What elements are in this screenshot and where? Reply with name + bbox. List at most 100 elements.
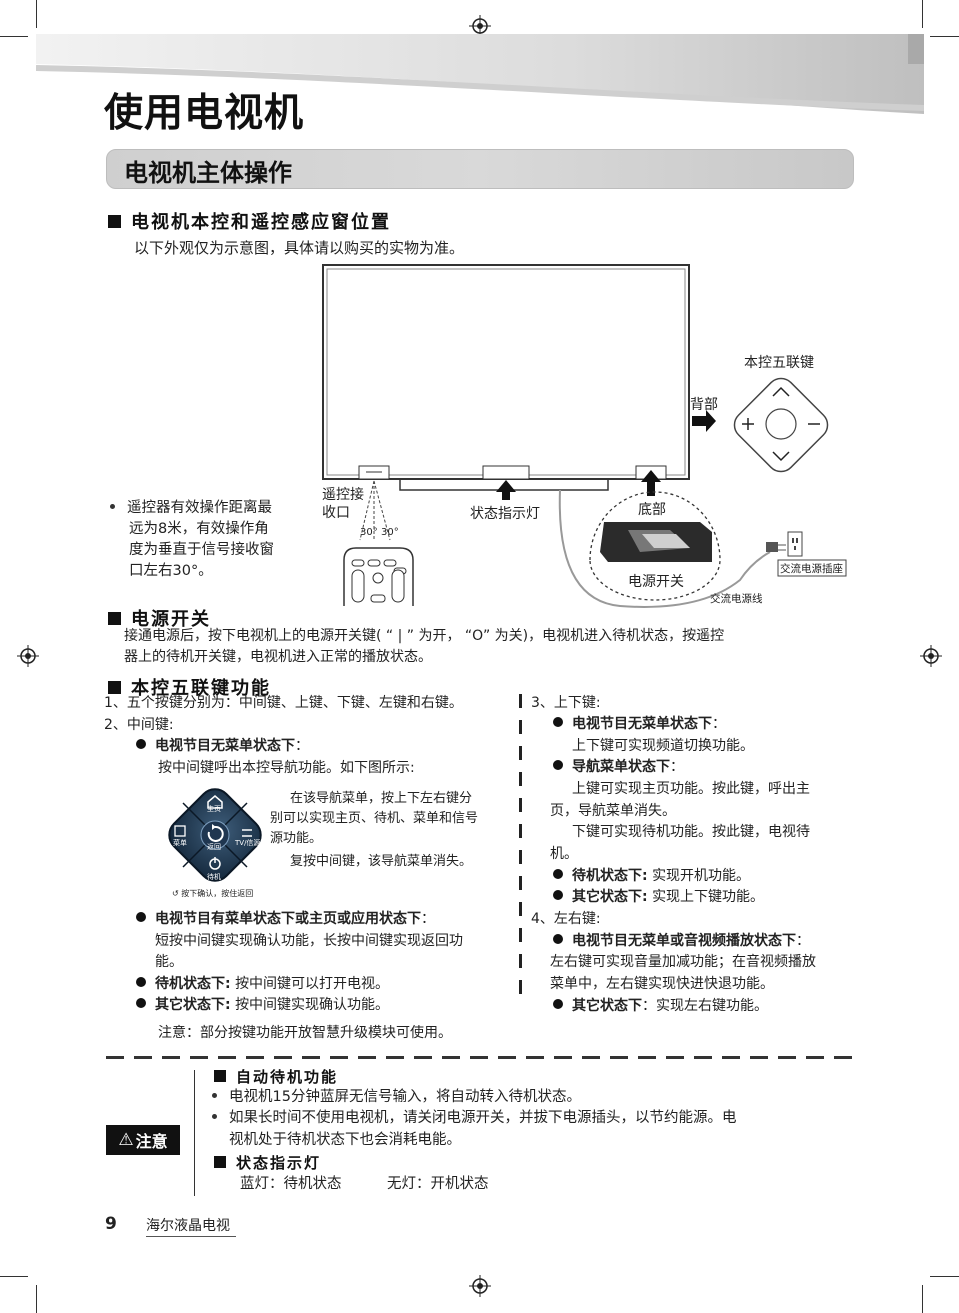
nav-label-source: TV/信源 <box>235 839 261 847</box>
bullet-b1: 电视节目无菜单状态下： <box>136 736 309 756</box>
bullet-r5: 电视节目无菜单或音视频播放状态下： <box>553 931 810 951</box>
divider <box>519 746 522 760</box>
page-title: 使用电视机 <box>104 91 305 136</box>
bullet-icon <box>553 934 563 944</box>
five-key-label: 本控五联键 <box>744 355 814 371</box>
separator <box>526 1056 544 1059</box>
item-4: 4、左右键: <box>531 911 601 927</box>
nav-label-back: 返回 <box>207 843 221 851</box>
power-text: 接通电源后，按下电视机上的电源开关键( “ | ” 为开， “O” 为关)，电视… <box>124 628 725 644</box>
crop-mark <box>36 0 37 28</box>
divider <box>519 798 522 812</box>
separator <box>442 1056 460 1059</box>
subsection-heading-position: 电视机本控和遥控感应窗位置 <box>108 208 391 234</box>
bullet-r2-text: 页，导航菜单消失。 <box>550 803 676 819</box>
separator <box>302 1056 320 1059</box>
item-3: 3、上下键: <box>531 695 601 711</box>
item-2: 2、中间键: <box>104 717 174 733</box>
divider <box>519 850 522 864</box>
item-1: 1、五个按键分别为：中间键、上键、下键、左键和右键。 <box>104 695 463 711</box>
separator <box>330 1056 348 1059</box>
separator <box>778 1056 796 1059</box>
square-bullet-icon <box>108 681 121 694</box>
bullet-r2: 导航菜单状态下： <box>553 757 684 777</box>
receiver-label: 收口 <box>322 505 350 521</box>
five-key-note: 注意：部分按键功能开放智慧升级模块可使用。 <box>158 1025 452 1041</box>
bullet-icon <box>212 1093 217 1098</box>
divider <box>519 876 522 890</box>
separator <box>358 1056 376 1059</box>
crop-mark <box>0 1276 28 1277</box>
divider <box>519 720 522 734</box>
bullet-b2-text: 短按中间键实现确认功能，长按中间键实现返回功 <box>155 933 463 949</box>
bullet-r2-text: 机。 <box>550 846 578 862</box>
bullet-b3: 待机状态下: 按中间键可以打开电视。 <box>136 974 389 994</box>
angle-right-label: 30° <box>381 527 399 538</box>
bullet-icon <box>136 912 146 922</box>
bullet-r1-text: 上下键可实现频道切换功能。 <box>572 738 754 754</box>
warning-icon: ⚠ <box>118 1130 134 1150</box>
notice-badge: ⚠注意 <box>106 1125 180 1155</box>
square-bullet-icon <box>108 215 121 228</box>
bullet-icon <box>136 998 146 1008</box>
bullet-b1-text: 按中间键呼出本控导航功能。如下图所示: <box>158 760 415 776</box>
square-bullet-icon <box>214 1070 226 1082</box>
bullet-icon <box>110 504 115 509</box>
registration-mark-icon <box>17 645 39 667</box>
bullet-b2-text: 能。 <box>155 954 183 970</box>
subsection-heading-power: 电源开关 <box>108 605 211 631</box>
bottom-label: 底部 <box>638 502 666 518</box>
footer-brand: 海尔液晶电视 <box>146 1218 230 1234</box>
notice-text: 电视机15分钟蓝屏无信号输入，将自动转入待机状态。 <box>212 1087 581 1107</box>
bullet-icon <box>553 869 563 879</box>
square-bullet-icon <box>214 1156 226 1168</box>
separator <box>750 1056 768 1059</box>
subsection-heading-five-key: 本控五联键功能 <box>108 674 271 700</box>
divider <box>519 980 522 994</box>
status-blue: 蓝灯：待机状态 <box>240 1176 342 1192</box>
separator <box>834 1056 852 1059</box>
section-title: 电视机主体操作 <box>124 159 292 187</box>
nav-label-menu: 菜单 <box>173 839 187 847</box>
separator <box>134 1056 152 1059</box>
crop-mark <box>922 0 923 28</box>
intro-text: 以下外观仅为示意图，具体请以购买的实物为准。 <box>134 239 465 257</box>
crop-mark <box>930 36 959 37</box>
separator <box>386 1056 404 1059</box>
bullet-b4: 其它状态下: 按中间键实现确认功能。 <box>136 995 389 1015</box>
bullet-r1: 电视节目无菜单状态下： <box>553 714 726 734</box>
separator <box>694 1056 712 1059</box>
back-label: 背部 <box>690 397 718 413</box>
bullet-icon <box>553 760 563 770</box>
separator <box>414 1056 432 1059</box>
nav-desc: 别可以实现主页、待机、菜单和信号 <box>270 811 479 826</box>
registration-mark-icon <box>469 15 491 37</box>
tv-diagram <box>322 264 847 608</box>
section-bar <box>106 149 854 189</box>
header-swoosh <box>36 34 924 114</box>
separator <box>106 1056 124 1059</box>
nav-desc: 复按中间键，该导航菜单消失。 <box>290 854 473 869</box>
registration-mark-icon <box>920 645 942 667</box>
nav-desc: 源功能。 <box>270 831 323 846</box>
divider <box>519 928 522 942</box>
status-led-label: 状态指示灯 <box>470 506 540 522</box>
separator <box>274 1056 292 1059</box>
bullet-r6: 其它状态下：实现左右键功能。 <box>553 996 768 1016</box>
bullet-r2-text: 下键可实现待机功能。按此键，电视待 <box>572 824 810 840</box>
notice-text: 如果长时间不使用电视机，请关闭电源开关，并拔下电源插头，以节约能源。电 <box>212 1108 737 1128</box>
separator <box>218 1056 236 1059</box>
notice-text: 视机处于待机状态下也会消耗电能。 <box>229 1132 461 1148</box>
crop-mark <box>0 36 28 37</box>
status-none: 无灯：开机状态 <box>387 1176 489 1192</box>
separator <box>722 1056 740 1059</box>
separator <box>190 1056 208 1059</box>
footer-underline <box>146 1236 236 1237</box>
separator <box>498 1056 516 1059</box>
divider <box>519 954 522 968</box>
notice-heading-auto-standby: 自动待机功能 <box>214 1066 338 1087</box>
bullet-r4: 其它状态下: 实现上下键功能。 <box>553 887 764 907</box>
nav-caption: ↺ 按下确认，按住返回 <box>172 889 254 898</box>
separator <box>162 1056 180 1059</box>
ac-socket-label: 交流电源插座 <box>780 563 843 575</box>
